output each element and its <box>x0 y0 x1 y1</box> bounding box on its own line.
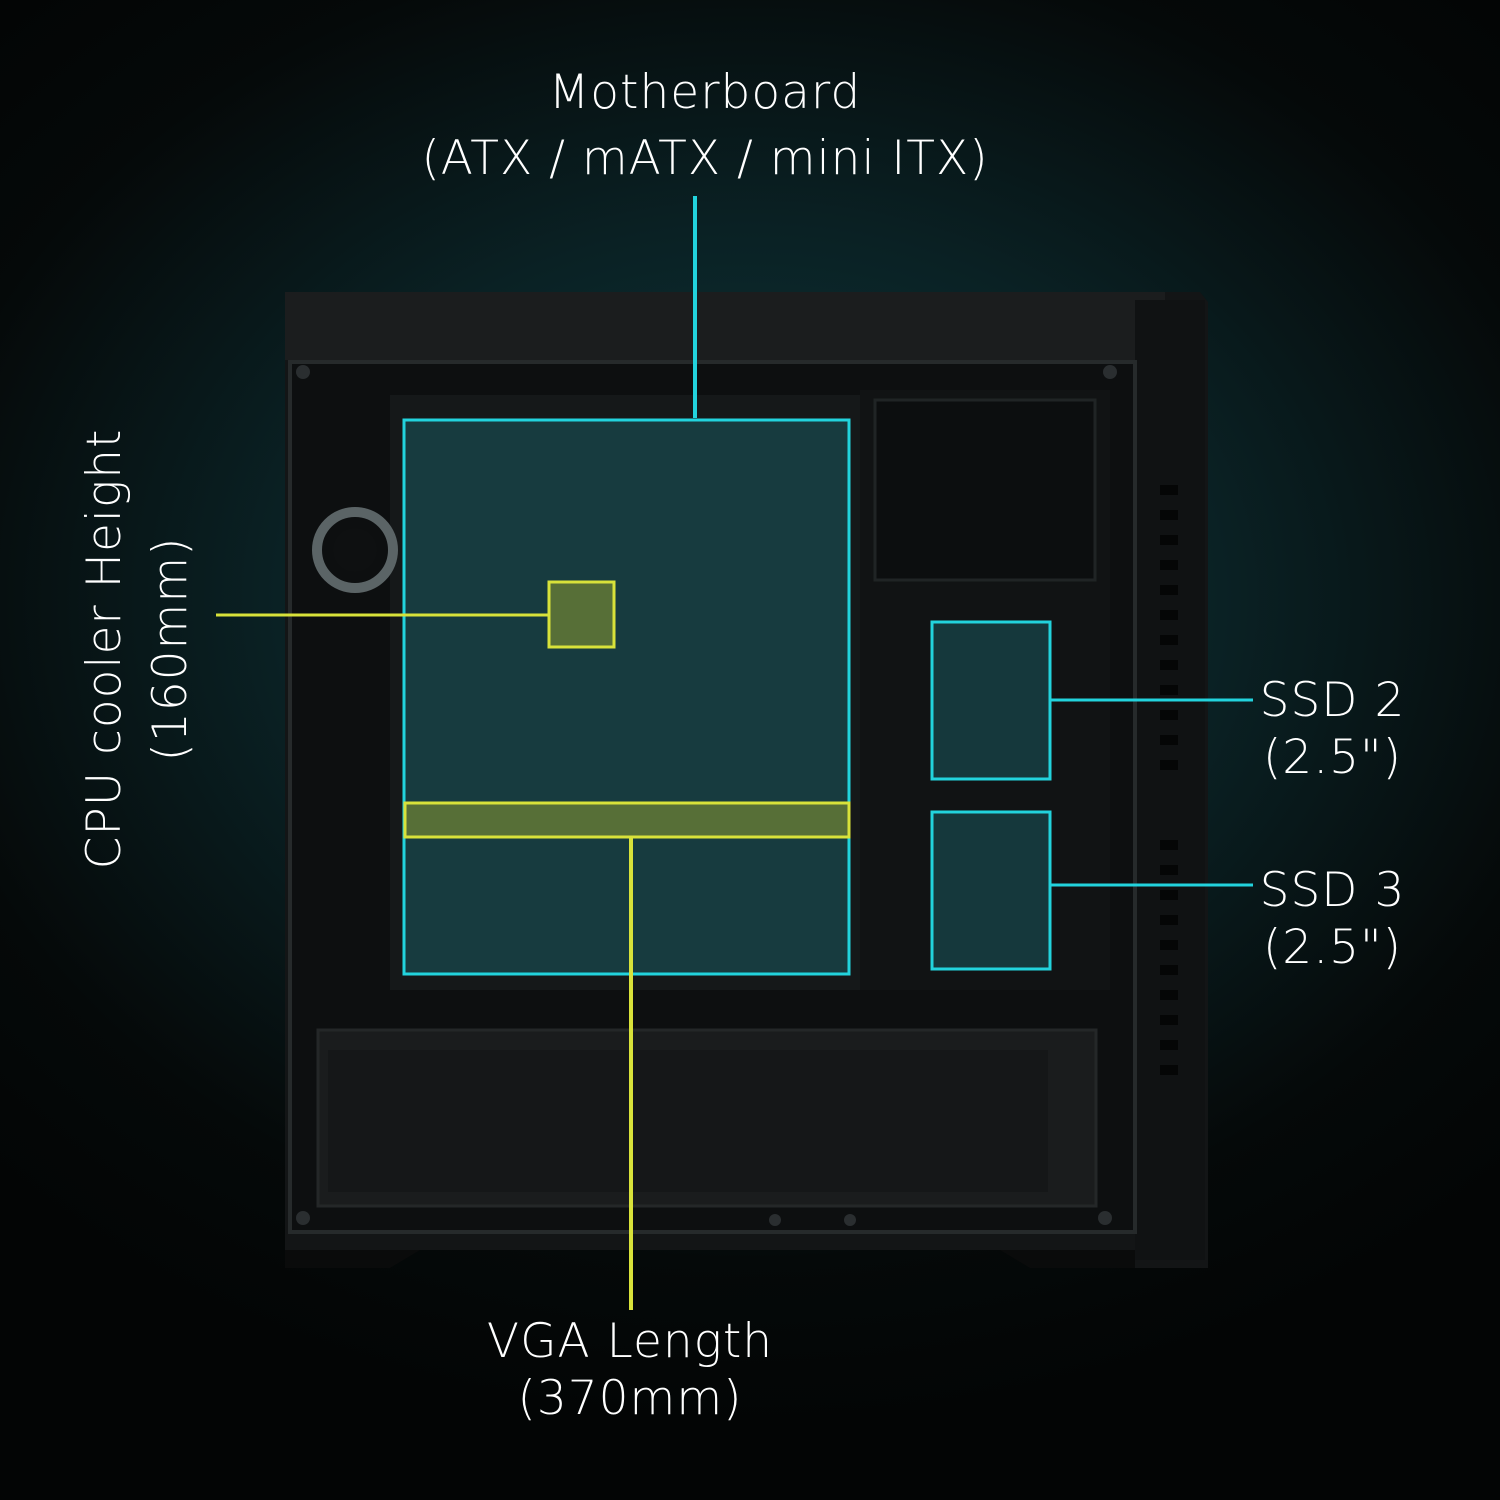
ssd2-label-line1: SSD 2 <box>1259 673 1406 728</box>
case-body <box>285 292 1208 1268</box>
cpu-cooler-label-line1: CPU cooler Height <box>77 428 132 870</box>
vga-label-line1: VGA Length <box>486 1314 774 1369</box>
vga-callout <box>403 801 851 1310</box>
cpu-cooler-label-line2: (160mm) <box>143 536 198 762</box>
ssd3-bay-box <box>930 810 1052 971</box>
ssd3-label-line1: SSD 3 <box>1259 863 1406 918</box>
cpu-cooler-callout <box>216 580 616 649</box>
ssd2-label: SSD 2 (2.5") <box>1245 672 1420 786</box>
motherboard-label-line2: (ATX / mATX / mini ITX) <box>421 131 989 186</box>
ssd3-callout <box>930 810 1253 971</box>
vga-slot-box <box>403 801 851 839</box>
ssd3-label: SSD 3 (2.5") <box>1245 862 1420 976</box>
vga-label: VGA Length (370mm) <box>430 1313 830 1427</box>
cpu-socket-box <box>547 580 616 649</box>
ssd3-label-line2: (2.5") <box>1262 920 1403 975</box>
motherboard-callout <box>402 196 851 976</box>
ssd2-callout <box>930 620 1253 781</box>
vga-label-line2: (370mm) <box>517 1371 743 1426</box>
ssd2-label-line2: (2.5") <box>1262 730 1403 785</box>
ssd2-bay-box <box>930 620 1052 781</box>
motherboard-area-box <box>402 418 851 976</box>
cpu-cooler-label: CPU cooler Height (160mm) <box>72 349 204 949</box>
motherboard-label-line1: Motherboard <box>548 65 862 120</box>
motherboard-label: Motherboard (ATX / mATX / mini ITX) <box>400 60 1010 192</box>
